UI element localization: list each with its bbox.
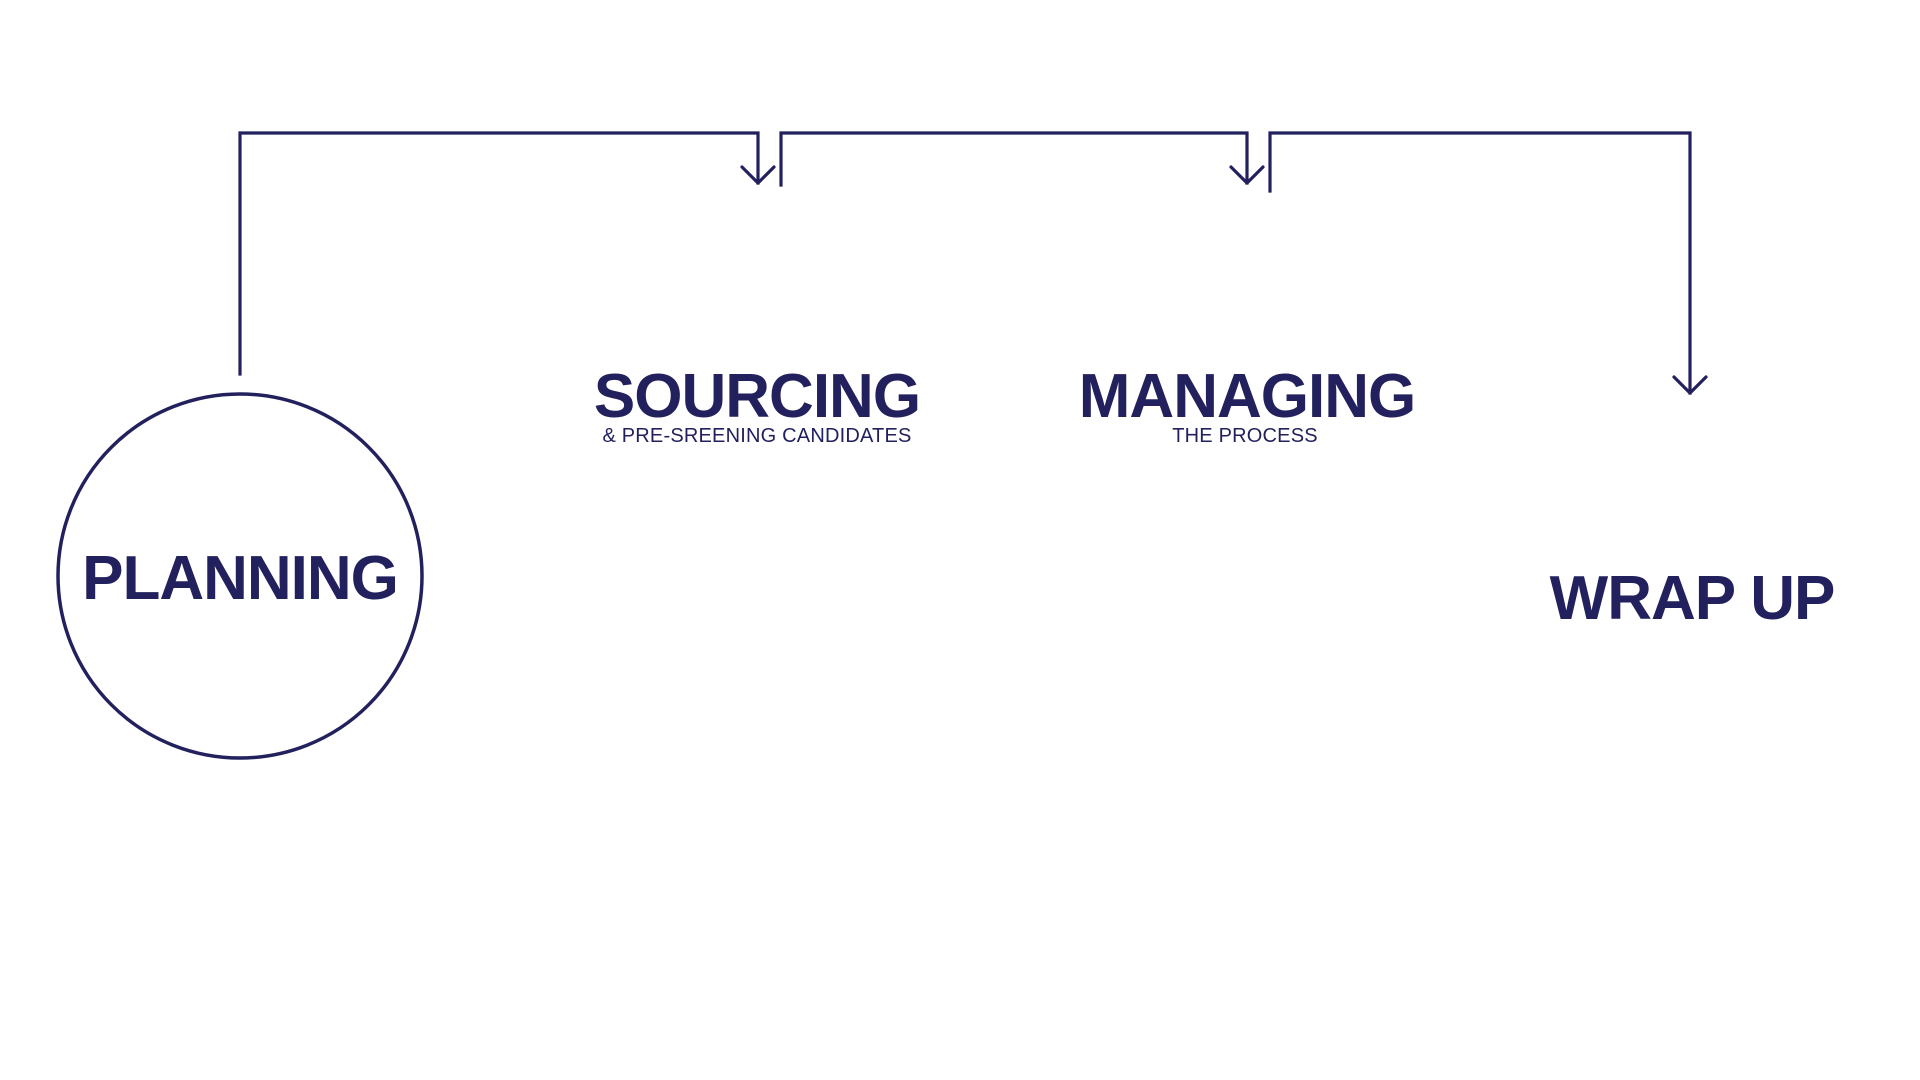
arrow-down-icon: [1229, 165, 1265, 185]
managing-title: MANAGING: [1078, 362, 1416, 431]
managing-subtitle: THE PROCESS: [1172, 425, 1318, 447]
connector-managing-to-wrapup: [1268, 131, 1692, 395]
planning-title: PLANNING: [82, 544, 399, 613]
planning-circle: [56, 392, 424, 760]
connector-planning-to-sourcing: [238, 131, 760, 376]
connector-sourcing-to-managing: [779, 131, 1249, 187]
sourcing-subtitle: & PRE-SREENING CANDIDATES: [602, 425, 912, 447]
arrow-down-icon: [740, 165, 776, 185]
arrow-down-icon: [1672, 375, 1708, 395]
wrap-up-title: WRAP UP: [1549, 564, 1836, 633]
sourcing-title: SOURCING: [593, 362, 921, 431]
